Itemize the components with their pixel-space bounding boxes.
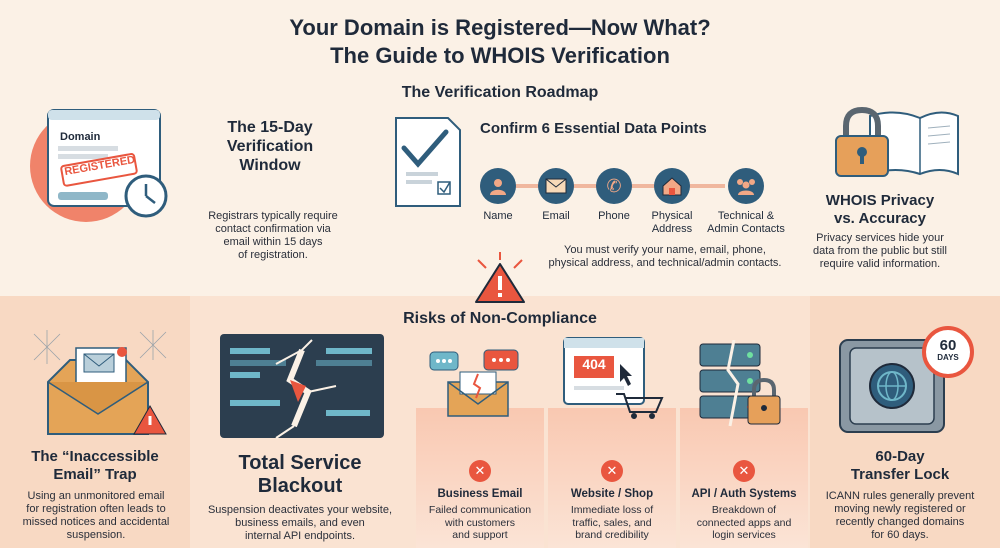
failure-x-icon: ✕	[733, 460, 755, 482]
privacy-title: WHOIS Privacy vs. Accuracy	[825, 192, 935, 227]
failure-x-icon: ✕	[469, 460, 491, 482]
data-point-contacts-label: Technical & Admin Contacts	[707, 210, 785, 235]
blackout-title: Total Service Blackout	[238, 452, 362, 497]
warning-icon	[475, 252, 525, 303]
roadmap-heading: The Verification Roadmap	[401, 84, 599, 101]
data-point-phone-label: Phone	[598, 210, 630, 222]
api-auth-description: Breakdown of connected apps and login se…	[696, 504, 792, 541]
privacy-description: Privacy services hide your data from the…	[813, 232, 947, 270]
business-email-title: Business Email	[437, 488, 523, 500]
server-lock-icon	[699, 340, 781, 427]
sixty-days-badge: 60 DAYS	[937, 337, 959, 362]
house-icon	[654, 168, 690, 204]
window-description: Registrars typically require contact con…	[208, 210, 338, 261]
data-point-email-label: Email	[542, 210, 570, 222]
data-points-title: Confirm 6 Essential Data Points	[480, 120, 707, 137]
privacy-lock-book-illustration	[835, 106, 959, 177]
failure-x-icon: ✕	[601, 460, 623, 482]
website-shop-description: Immediate loss of traffic, sales, and br…	[570, 504, 654, 541]
phone-icon: ✆	[596, 168, 632, 204]
people-icon	[728, 168, 764, 204]
service-blackout-illustration	[220, 334, 384, 439]
page-title: Your Domain is Registered—Now What? The …	[289, 15, 711, 68]
transfer-lock-title: 60-Day Transfer Lock	[850, 448, 950, 483]
website-404-icon	[563, 337, 664, 419]
business-email-description: Failed communication with customers and …	[428, 504, 532, 541]
domain-window-illustration	[30, 109, 168, 222]
error-404-text: 404	[582, 356, 606, 372]
inaccessible-email-illustration	[33, 330, 167, 435]
domain-card-label: Domain	[60, 131, 101, 143]
person-icon	[480, 168, 516, 204]
checklist-document-icon	[395, 117, 461, 207]
email-trap-description: Using an unmonitored email for registrat…	[22, 490, 170, 541]
data-point-address-label: Physical Address	[651, 210, 693, 235]
broken-envelope-icon	[429, 349, 519, 417]
window-title: The 15-Day Verification Window	[226, 119, 314, 174]
data-points-description: You must verify your name, email, phone,…	[548, 244, 782, 269]
risks-heading: Risks of Non-Compliance	[403, 310, 597, 327]
blackout-description: Suspension deactivates your website, bus…	[207, 504, 393, 542]
transfer-lock-description: ICANN rules generally prevent moving new…	[825, 490, 975, 541]
envelope-icon	[538, 168, 574, 204]
email-trap-title: The “Inaccessible Email” Trap	[31, 448, 159, 483]
website-shop-title: Website / Shop	[570, 488, 654, 500]
data-point-name-label: Name	[483, 210, 513, 222]
api-auth-title: API / Auth Systems	[691, 488, 797, 500]
vault-safe-illustration	[839, 326, 974, 433]
